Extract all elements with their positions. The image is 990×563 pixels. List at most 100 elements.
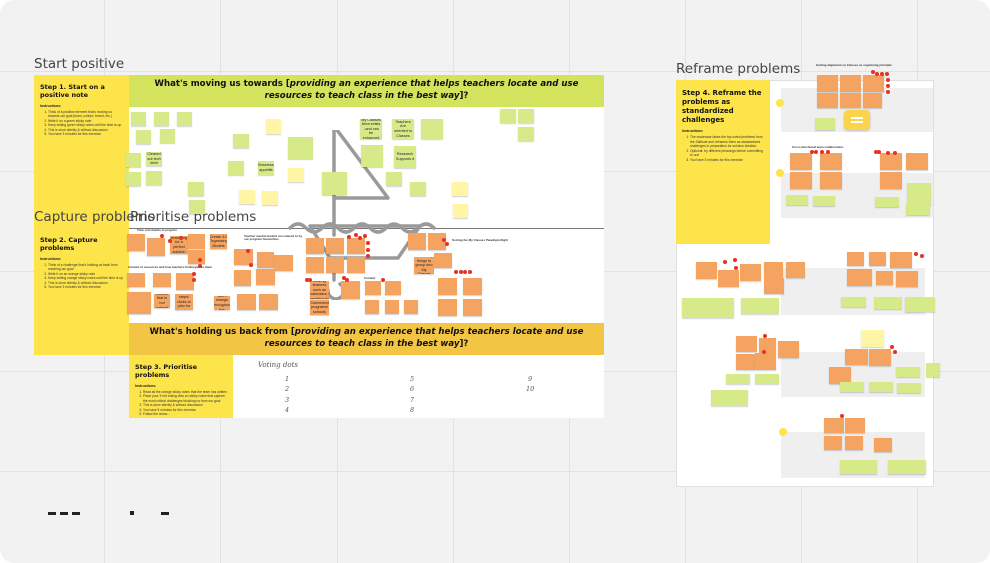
voting-dot[interactable] bbox=[877, 150, 881, 154]
sticky-note-orange[interactable] bbox=[824, 436, 842, 450]
sticky-note-green[interactable] bbox=[410, 182, 426, 196]
sticky-note-green[interactable] bbox=[177, 112, 192, 126]
voting-dot[interactable] bbox=[880, 72, 884, 76]
voting-dot[interactable] bbox=[874, 150, 878, 154]
yellow-marker[interactable] bbox=[776, 169, 784, 177]
sticky-note-orange[interactable] bbox=[718, 270, 739, 287]
sticky-note-green[interactable] bbox=[905, 297, 935, 312]
voting-dot[interactable] bbox=[454, 270, 458, 274]
sticky-note-green[interactable] bbox=[926, 363, 940, 377]
voting-dot[interactable] bbox=[814, 150, 818, 154]
sticky-note-green[interactable] bbox=[136, 130, 151, 144]
sticky-note-orange[interactable] bbox=[736, 354, 755, 370]
sticky-note-orange[interactable] bbox=[869, 252, 886, 266]
sticky-note-orange[interactable] bbox=[127, 273, 145, 287]
sticky-note-orange[interactable] bbox=[347, 238, 365, 254]
voting-dot[interactable] bbox=[366, 254, 370, 258]
sticky-note-green[interactable] bbox=[288, 137, 313, 159]
sticky-note-orange[interactable] bbox=[890, 252, 912, 268]
frame-label-prioritise-problems[interactable]: Prioritise problems bbox=[130, 209, 257, 225]
sticky-note-orange[interactable]: Lots of steps/ clicks to plan for teache… bbox=[175, 294, 193, 310]
sticky-note-green[interactable] bbox=[875, 197, 899, 207]
sticky-note-orange[interactable] bbox=[385, 300, 399, 314]
voting-dot[interactable] bbox=[820, 150, 824, 154]
sticky-note-orange[interactable] bbox=[840, 93, 861, 108]
sticky-note-orange[interactable] bbox=[740, 264, 761, 281]
voting-dot[interactable] bbox=[192, 278, 196, 282]
sticky-note-green[interactable] bbox=[322, 172, 347, 195]
sticky-note-yellow[interactable] bbox=[239, 190, 255, 204]
sticky-note-green[interactable] bbox=[741, 298, 779, 314]
sticky-note-orange[interactable] bbox=[306, 238, 324, 254]
sticky-note-orange[interactable] bbox=[820, 172, 842, 189]
sticky-note-orange[interactable] bbox=[824, 418, 844, 433]
sticky-note-green[interactable] bbox=[815, 118, 835, 130]
sticky-note-orange[interactable] bbox=[188, 234, 205, 249]
sticky-note-orange[interactable] bbox=[790, 153, 812, 170]
frame-label-reframe-problems[interactable]: Reframe problems bbox=[676, 61, 801, 77]
sticky-note-orange[interactable]: Students don't change throughout the pla… bbox=[214, 296, 230, 310]
sticky-note-green[interactable] bbox=[386, 172, 402, 186]
sticky-note-orange[interactable] bbox=[786, 262, 805, 278]
sticky-note-orange[interactable] bbox=[176, 273, 194, 290]
sticky-note-orange[interactable] bbox=[840, 75, 861, 92]
sticky-note-orange[interactable] bbox=[408, 233, 426, 250]
sticky-note-orange[interactable] bbox=[876, 271, 893, 285]
sticky-note-green[interactable] bbox=[874, 297, 902, 309]
sticky-note-orange[interactable]: Connected programs/ schools bbox=[310, 300, 329, 315]
sticky-note-yellow[interactable] bbox=[453, 204, 468, 218]
voting-dot[interactable] bbox=[358, 236, 362, 240]
voting-dot[interactable] bbox=[810, 150, 814, 154]
voting-dot[interactable] bbox=[468, 270, 472, 274]
sticky-note-orange[interactable] bbox=[127, 292, 151, 314]
sticky-note-orange[interactable] bbox=[880, 153, 902, 170]
voting-dot[interactable] bbox=[445, 242, 449, 246]
sticky-note-orange[interactable] bbox=[874, 438, 892, 452]
sticky-note-orange[interactable] bbox=[326, 238, 344, 254]
sticky-note-orange[interactable] bbox=[817, 75, 838, 92]
voting-dot[interactable] bbox=[734, 266, 738, 270]
sticky-note-orange[interactable] bbox=[863, 93, 882, 108]
voting-dot[interactable] bbox=[342, 276, 346, 280]
voting-dot[interactable] bbox=[914, 252, 918, 256]
sticky-note-orange[interactable]: Moving features such as calendars / grad… bbox=[310, 281, 329, 299]
sticky-note-green[interactable] bbox=[146, 171, 162, 185]
sticky-note-orange[interactable] bbox=[188, 250, 205, 264]
voting-dot[interactable] bbox=[198, 264, 202, 268]
sticky-note-yellow[interactable] bbox=[266, 119, 281, 134]
voting-dot[interactable] bbox=[366, 248, 370, 252]
sticky-note-orange[interactable] bbox=[257, 252, 274, 268]
sticky-note-orange[interactable] bbox=[259, 294, 278, 310]
sticky-note-green[interactable]: Cleared out tech debt bbox=[146, 152, 162, 166]
sticky-note-green[interactable] bbox=[840, 382, 864, 392]
sticky-note-orange[interactable] bbox=[906, 153, 928, 170]
voting-dot[interactable] bbox=[886, 78, 890, 82]
voting-dot[interactable] bbox=[249, 263, 253, 267]
sticky-note-green[interactable] bbox=[897, 383, 921, 393]
sticky-note-orange[interactable] bbox=[847, 252, 864, 266]
yellow-marker[interactable] bbox=[776, 99, 784, 107]
sticky-note-green[interactable] bbox=[126, 172, 141, 186]
sticky-note-orange[interactable] bbox=[234, 270, 251, 286]
sticky-note-green[interactable] bbox=[896, 367, 920, 377]
sticky-note-orange[interactable] bbox=[365, 300, 379, 314]
sticky-note-orange[interactable]: Search that is not optimal bbox=[154, 294, 170, 308]
voting-dot[interactable] bbox=[442, 238, 446, 242]
voting-dot[interactable] bbox=[893, 151, 897, 155]
sticky-note-orange[interactable] bbox=[274, 255, 293, 271]
sticky-note-green[interactable] bbox=[126, 153, 141, 167]
voting-dot[interactable] bbox=[871, 70, 875, 74]
sticky-note-green[interactable] bbox=[160, 129, 175, 143]
sticky-note-green[interactable]: Business appetite bbox=[258, 161, 274, 175]
sticky-note-orange[interactable] bbox=[463, 278, 482, 295]
voting-dot[interactable] bbox=[305, 278, 309, 282]
sticky-note-orange[interactable]: How many things to group into My Classes bbox=[414, 257, 434, 274]
comment-icon[interactable] bbox=[844, 110, 870, 130]
sticky-note-orange[interactable]: Create 2.0 Organising Models bbox=[210, 234, 227, 249]
sticky-note-orange[interactable] bbox=[696, 262, 717, 279]
voting-dot[interactable] bbox=[723, 260, 727, 264]
sticky-note-orange[interactable] bbox=[127, 234, 145, 251]
sticky-note-orange[interactable] bbox=[147, 238, 165, 256]
voting-dot[interactable] bbox=[886, 90, 890, 94]
sticky-note-green[interactable] bbox=[131, 112, 146, 126]
